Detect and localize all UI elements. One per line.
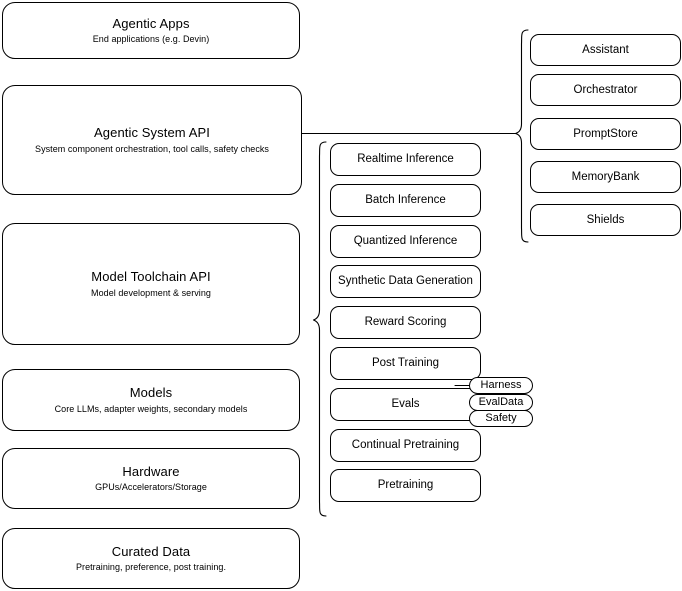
capability-label: Quantized Inference	[353, 235, 458, 248]
component-orchestrator[interactable]: Orchestrator	[530, 74, 681, 106]
capability-reward-scoring[interactable]: Reward Scoring	[330, 306, 481, 339]
layer-title: Models	[129, 385, 173, 401]
capability-continual-pretraining[interactable]: Continual Pretraining	[330, 429, 481, 462]
brace-system-components	[514, 29, 529, 243]
capability-label: Synthetic Data Generation	[338, 275, 473, 288]
layer-title: Curated Data	[111, 543, 191, 559]
capability-batch-inference[interactable]: Batch Inference	[330, 184, 481, 217]
layer-subtitle: Core LLMs, adapter weights, secondary mo…	[54, 403, 248, 414]
layer-subtitle: GPUs/Accelerators/Storage	[95, 482, 207, 493]
brace-toolchain-capabilities	[312, 141, 327, 517]
component-label: Orchestrator	[573, 83, 638, 96]
layer-subtitle: Model development & serving	[91, 287, 211, 298]
evals-subitem-safety[interactable]: Safety	[469, 410, 533, 427]
component-label: Assistant	[582, 43, 629, 56]
evals-subitem-label: Harness	[480, 378, 522, 391]
component-memorybank[interactable]: MemoryBank	[530, 161, 681, 193]
layer-subtitle: Pretraining, preference, post training.	[75, 562, 227, 573]
component-promptstore[interactable]: PromptStore	[530, 118, 681, 150]
layer-title: Hardware	[122, 463, 180, 479]
capability-label: Reward Scoring	[364, 316, 447, 329]
capability-label: Evals	[391, 398, 420, 411]
component-label: MemoryBank	[571, 170, 640, 183]
layer-curated-data[interactable]: Curated Data Pretraining, preference, po…	[2, 528, 300, 589]
component-shields[interactable]: Shields	[530, 204, 681, 236]
capability-label: Realtime Inference	[357, 153, 454, 166]
capability-pretraining[interactable]: Pretraining	[330, 469, 481, 502]
layer-model-toolchain-api[interactable]: Model Toolchain API Model development & …	[2, 223, 300, 345]
layer-title: Agentic System API	[94, 125, 210, 141]
component-assistant[interactable]: Assistant	[530, 34, 681, 66]
layer-subtitle: System component orchestration, tool cal…	[35, 143, 269, 154]
capability-post-training[interactable]: Post Training	[330, 347, 481, 380]
layer-hardware[interactable]: Hardware GPUs/Accelerators/Storage	[2, 448, 300, 509]
evals-subitem-harness[interactable]: Harness	[469, 377, 533, 394]
capability-synthetic-data-generation[interactable]: Synthetic Data Generation	[330, 265, 481, 298]
component-label: Shields	[586, 213, 625, 226]
evals-subitem-label: Safety	[485, 411, 517, 424]
layer-title: Agentic Apps	[112, 15, 190, 31]
capability-realtime-inference[interactable]: Realtime Inference	[330, 143, 481, 176]
layer-agentic-system-api[interactable]: Agentic System API System component orch…	[2, 85, 302, 195]
layer-models[interactable]: Models Core LLMs, adapter weights, secon…	[2, 369, 300, 431]
layer-title: Model Toolchain API	[91, 269, 211, 285]
layer-subtitle: End applications (e.g. Devin)	[92, 34, 210, 45]
evals-subitem-label: EvalData	[478, 395, 524, 408]
capability-evals[interactable]: Evals	[330, 388, 481, 421]
capability-label: Continual Pretraining	[351, 439, 460, 452]
capability-label: Batch Inference	[365, 194, 446, 207]
component-label: PromptStore	[573, 127, 638, 140]
capability-quantized-inference[interactable]: Quantized Inference	[330, 225, 481, 258]
capability-label: Pretraining	[377, 479, 434, 492]
evals-subitem-evaldata[interactable]: EvalData	[469, 394, 533, 411]
capability-label: Post Training	[371, 357, 440, 370]
layer-agentic-apps[interactable]: Agentic Apps End applications (e.g. Devi…	[2, 2, 300, 59]
